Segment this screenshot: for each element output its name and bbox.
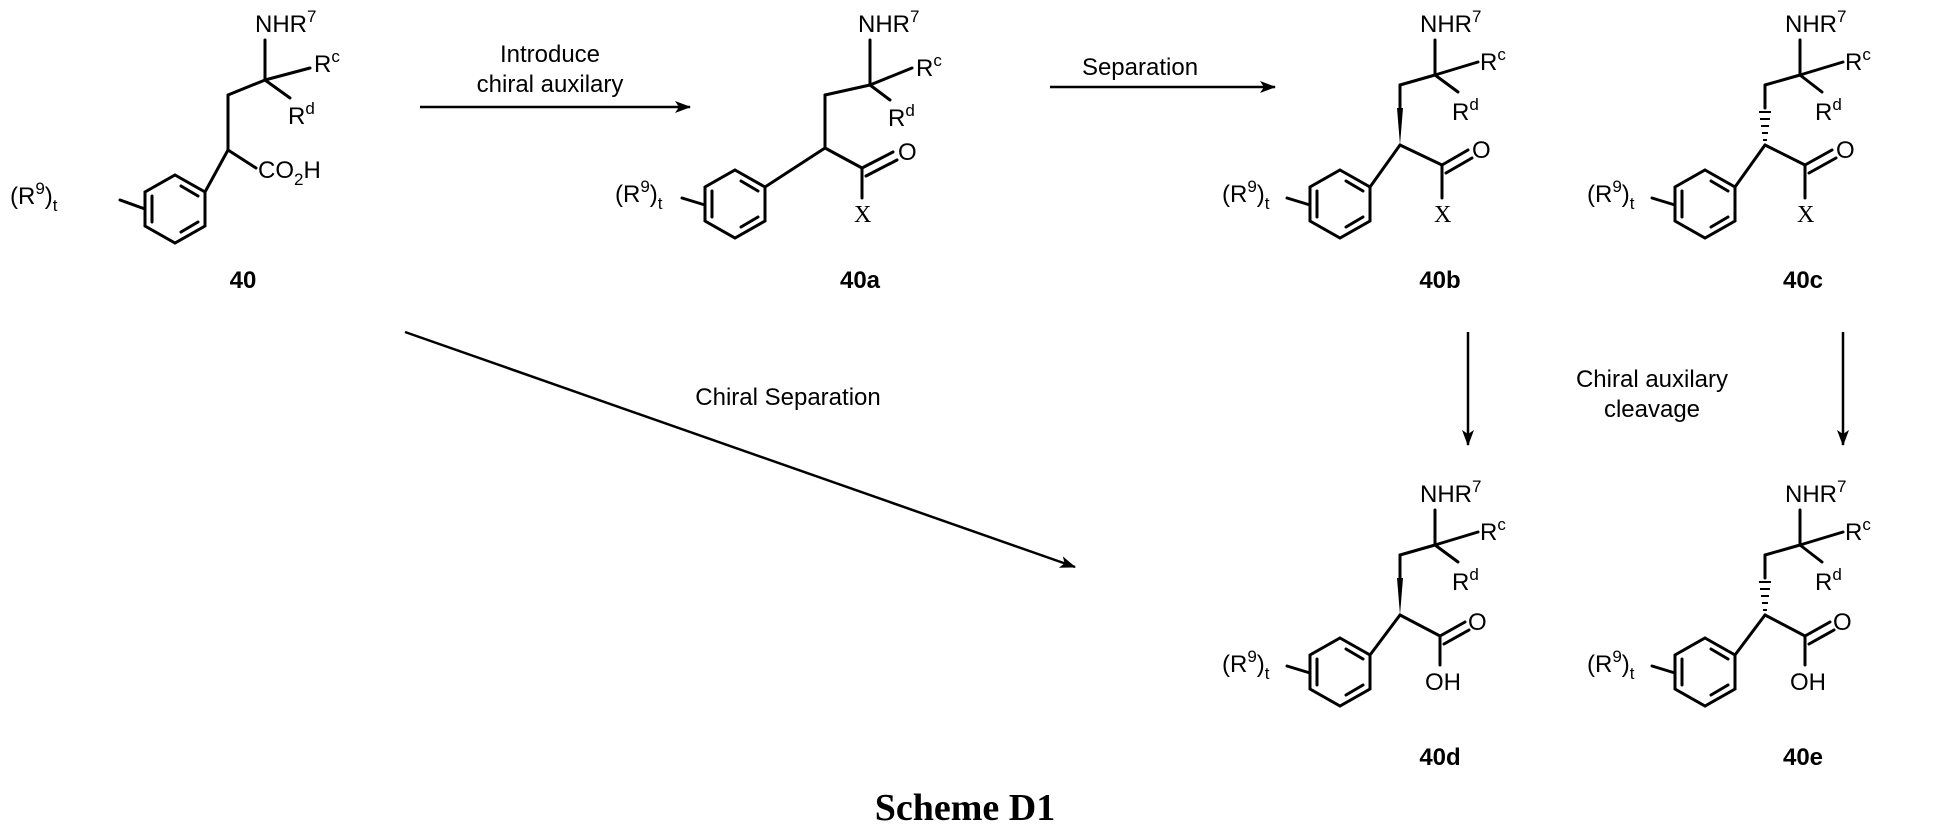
svg-text:O: O <box>1472 137 1491 164</box>
compound-label-40: 40 <box>230 267 257 294</box>
compound-40b-structure: NHR7 Rc Rd O X (R9)t <box>1222 7 1506 238</box>
svg-text:NHR7: NHR7 <box>1785 7 1846 38</box>
svg-text:OH: OH <box>1425 669 1461 696</box>
svg-text:Rc: Rc <box>1480 45 1506 76</box>
compound-label-40c: 40c <box>1783 267 1823 294</box>
svg-text:NHR7: NHR7 <box>1420 7 1481 38</box>
compound-label-40a: 40a <box>840 267 881 294</box>
compound-label-40e: 40e <box>1783 744 1823 771</box>
label-cleavage-line2: cleavage <box>1604 396 1700 423</box>
svg-text:Rc: Rc <box>314 47 340 78</box>
svg-text:(R9)t: (R9)t <box>10 179 58 215</box>
svg-text:(R9)t: (R9)t <box>1587 177 1635 213</box>
svg-text:O: O <box>1833 609 1852 636</box>
svg-text:OH: OH <box>1790 669 1826 696</box>
compound-40a-structure: NHR7 Rc Rd O X (R9)t <box>615 7 942 238</box>
svg-text:X: X <box>1797 202 1814 228</box>
svg-text:NHR7: NHR7 <box>1420 477 1481 508</box>
compound-label-40d: 40d <box>1419 744 1460 771</box>
svg-text:Rc: Rc <box>916 51 942 82</box>
label-separation: Separation <box>1082 54 1198 81</box>
compound-40c-structure: NHR7 Rc Rd O X (R9)t <box>1587 7 1871 238</box>
svg-text:NHR7: NHR7 <box>1785 477 1846 508</box>
svg-text:O: O <box>1836 137 1855 164</box>
svg-text:O: O <box>1468 609 1487 636</box>
svg-text:Rd: Rd <box>1452 565 1479 596</box>
label-cleavage-line1: Chiral auxilary <box>1576 366 1728 393</box>
svg-text:NHR7: NHR7 <box>858 7 919 38</box>
svg-text:Rd: Rd <box>1452 95 1479 126</box>
svg-text:X: X <box>854 202 871 228</box>
label-chiral-separation: Chiral Separation <box>695 384 880 411</box>
svg-text:NHR7: NHR7 <box>255 7 316 38</box>
svg-text:Rc: Rc <box>1480 515 1506 546</box>
compound-40-structure: NHR7 Rc Rd CO2H (R9)t <box>10 7 340 243</box>
svg-text:CO2H: CO2H <box>258 157 321 189</box>
compound-40d-structure: NHR7 Rc Rd O OH (R9)t <box>1222 477 1506 706</box>
label-introduce-line1: Introduce <box>500 41 600 68</box>
compound-40e-structure: NHR7 Rc Rd O OH (R9)t <box>1587 477 1871 706</box>
compound-label-40b: 40b <box>1419 267 1460 294</box>
svg-text:(R9)t: (R9)t <box>1222 647 1270 683</box>
svg-text:(R9)t: (R9)t <box>615 177 663 213</box>
scheme-title: Scheme D1 <box>875 787 1055 829</box>
svg-text:Rd: Rd <box>1815 95 1842 126</box>
svg-text:Rd: Rd <box>888 101 915 132</box>
label-introduce-line2: chiral auxilary <box>477 71 624 98</box>
svg-text:Rc: Rc <box>1845 515 1871 546</box>
svg-text:Rd: Rd <box>1815 565 1842 596</box>
svg-text:(R9)t: (R9)t <box>1222 177 1270 213</box>
svg-text:Rc: Rc <box>1845 45 1871 76</box>
svg-text:X: X <box>1434 202 1451 228</box>
atom-amine: NHR <box>255 11 307 38</box>
svg-text:O: O <box>898 139 917 166</box>
arrow-chiral-separation <box>405 332 1075 567</box>
svg-text:Rd: Rd <box>288 99 315 130</box>
svg-text:(R9)t: (R9)t <box>1587 647 1635 683</box>
